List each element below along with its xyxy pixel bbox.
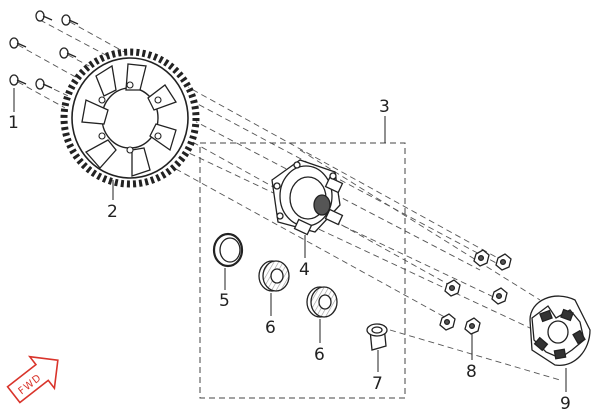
- bearing: [258, 260, 290, 292]
- nuts: [439, 249, 512, 335]
- cush-drive-damper: [529, 295, 591, 366]
- bolt: [59, 47, 77, 59]
- forward-direction-arrow: FWD: [6, 355, 59, 404]
- callout-5: 5: [219, 291, 230, 311]
- spacer-collar: [366, 323, 388, 351]
- callout-9: 9: [560, 394, 571, 414]
- callout-6: 6: [265, 318, 276, 338]
- callout-4: 4: [299, 260, 310, 280]
- nut: [439, 313, 456, 331]
- bearing: [306, 286, 338, 318]
- bolt: [35, 78, 53, 90]
- bolt: [9, 74, 27, 86]
- callout-1: 1: [8, 113, 19, 133]
- callout-2: 2: [107, 202, 118, 222]
- callout-8: 8: [466, 362, 477, 382]
- bolt: [61, 14, 79, 26]
- oil-seal: [212, 232, 244, 268]
- hub-assembly-box: [199, 142, 406, 399]
- hub-flange: [271, 159, 344, 236]
- callout-3: 3: [379, 97, 390, 117]
- nut: [473, 249, 490, 267]
- callout-6: 6: [314, 345, 325, 365]
- nut: [464, 317, 481, 335]
- callout-7: 7: [372, 374, 383, 394]
- bolts: [9, 10, 79, 90]
- bolt: [35, 10, 53, 22]
- nut: [491, 287, 508, 305]
- nut: [495, 253, 512, 271]
- bolt: [9, 37, 27, 49]
- rear-sprocket: [60, 48, 200, 188]
- nut: [444, 279, 461, 297]
